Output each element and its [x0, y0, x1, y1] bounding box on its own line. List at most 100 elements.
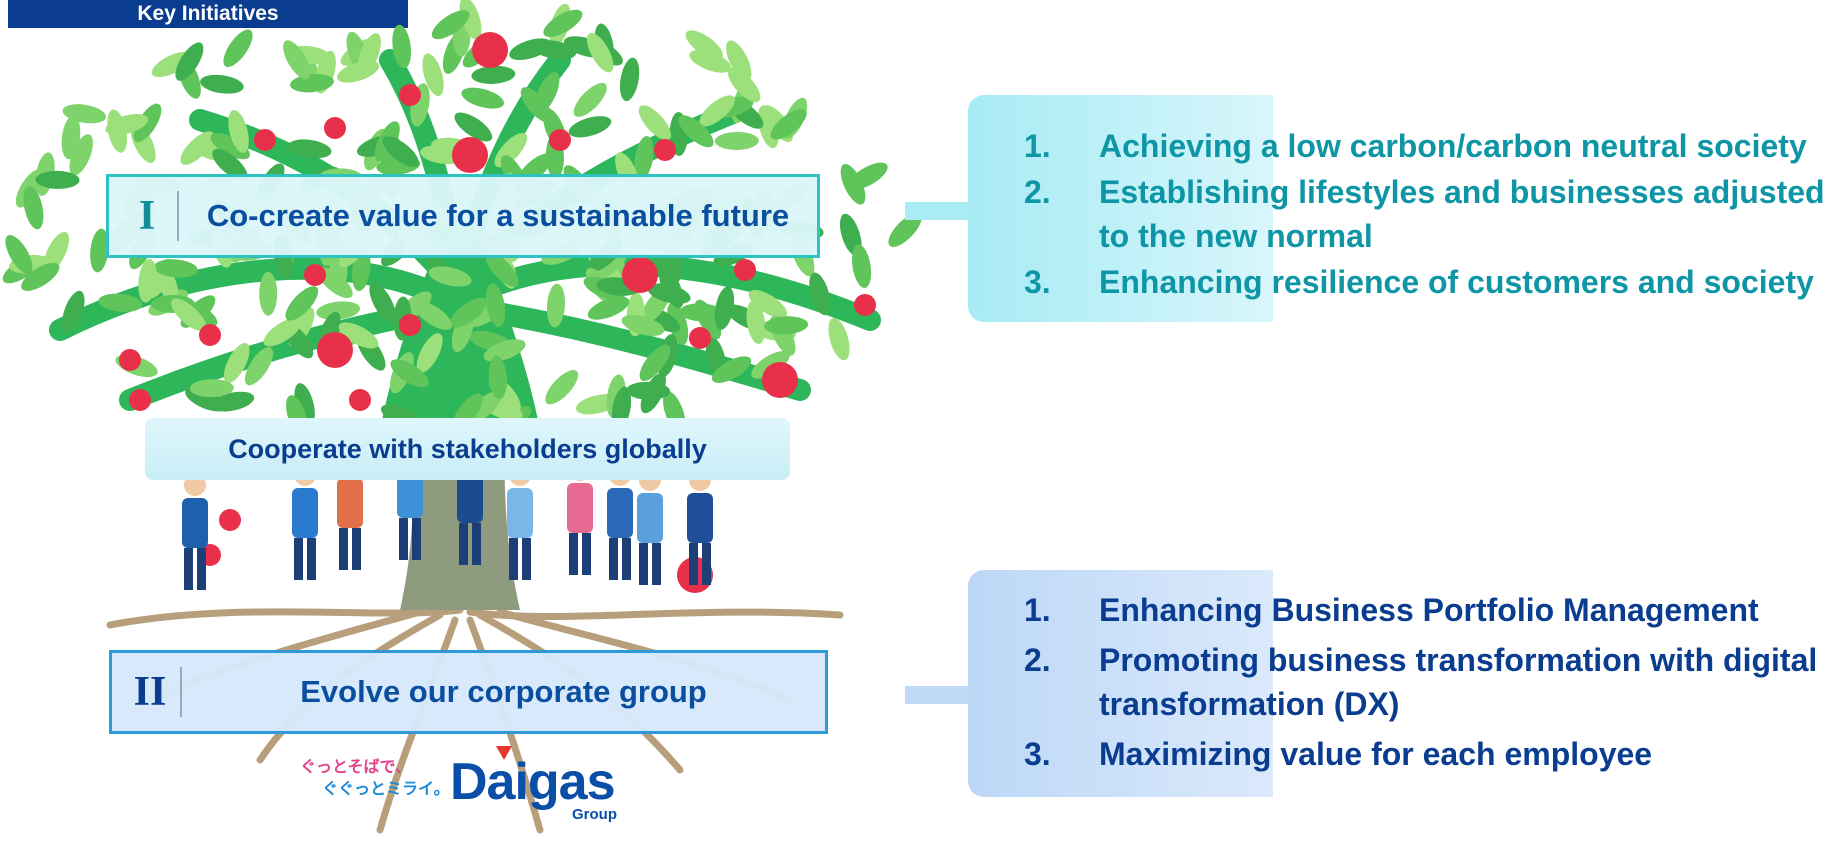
apple — [762, 362, 798, 398]
leaf — [678, 115, 714, 148]
apple — [854, 294, 876, 316]
person-body — [567, 483, 593, 533]
apple — [399, 84, 421, 106]
leaf — [105, 114, 149, 136]
leaf — [679, 303, 724, 322]
leaf — [98, 293, 143, 313]
list-item: 1. Enhancing Business Portfolio Managemen… — [1024, 588, 1824, 632]
leaf — [263, 317, 302, 347]
leaf — [316, 301, 361, 320]
person-body — [507, 488, 533, 538]
leaf — [851, 244, 872, 289]
item-number: 1. — [1024, 592, 1051, 628]
person-leg — [459, 523, 468, 565]
item-text: Establishing lifestyles and businesses a… — [1099, 174, 1825, 254]
leaf — [431, 10, 470, 40]
leaf — [770, 108, 807, 140]
leaf — [535, 71, 560, 113]
pillar-one-initiatives: 1.Achieving a low carbon/carbon neutral … — [1024, 124, 1834, 306]
pillar-two-box: II Evolve our corporate group — [109, 650, 828, 734]
leaf — [568, 116, 612, 138]
person-leg — [622, 538, 631, 580]
apple — [399, 314, 421, 336]
section-header-title: Key Initiatives — [137, 2, 279, 25]
leaf — [461, 87, 505, 109]
apple — [734, 259, 756, 281]
leaf — [711, 356, 752, 383]
item-number: 3. — [1024, 736, 1051, 772]
item-number: 2. — [1024, 642, 1051, 678]
pillar-one-panel — [968, 95, 1273, 322]
list-item: 3.Enhancing resilience of customers and … — [1024, 260, 1834, 304]
leaf — [685, 30, 723, 60]
leaf — [133, 103, 162, 143]
person-leg — [522, 538, 531, 580]
item-text: Promoting business transformation with d… — [1099, 642, 1818, 722]
pillar-one-title: Co-create value for a sustainable future — [206, 198, 790, 233]
leaf — [828, 317, 850, 361]
logo-tagline-line1: ぐっとそばで、 — [300, 757, 411, 776]
apple — [129, 389, 151, 411]
leaf — [727, 67, 761, 103]
leaf — [138, 258, 157, 303]
leaf — [228, 110, 249, 153]
apple — [654, 139, 676, 161]
logo-tagline: ぐっとそばで、 ぐぐっとミライ。 — [300, 756, 450, 800]
leaf — [809, 272, 831, 316]
leaf — [290, 73, 334, 93]
person-body — [457, 473, 483, 523]
leaf — [428, 266, 472, 287]
leaf — [23, 186, 44, 230]
pillar-one-numeral: I — [117, 191, 179, 241]
leaf — [43, 231, 70, 273]
leaf — [454, 112, 493, 142]
cooperate-banner: Cooperate with stakeholders globally — [145, 418, 790, 480]
leaf — [336, 60, 380, 83]
leaf — [714, 131, 759, 150]
leaf — [223, 342, 250, 383]
leaf — [699, 95, 735, 127]
leaf — [189, 379, 234, 398]
person-leg — [197, 548, 206, 590]
leaf — [259, 271, 278, 316]
person-body — [607, 488, 633, 538]
leaf — [175, 42, 204, 81]
leaf — [414, 301, 452, 330]
leaf — [450, 297, 488, 328]
item-text: Achieving a low carbon/carbon neutral so… — [1099, 128, 1807, 164]
section-header: Key Initiatives — [8, 0, 408, 28]
leaf — [587, 296, 630, 320]
leaf — [509, 38, 552, 61]
apple — [472, 32, 508, 68]
leaf — [726, 40, 752, 81]
apple — [119, 349, 141, 371]
tree-apples — [119, 32, 876, 593]
leaf — [545, 370, 579, 405]
pillar-one-connector — [905, 202, 975, 220]
leaf — [69, 134, 93, 176]
leaf — [748, 289, 788, 319]
person-leg — [582, 533, 591, 575]
leaf — [485, 252, 519, 287]
person-leg — [294, 538, 303, 580]
leaf — [200, 74, 244, 94]
leaf — [543, 9, 583, 37]
leaf — [287, 139, 332, 159]
daigas-logo: ぐっとそばで、 ぐぐっとミライ。 Daigas Group — [300, 746, 630, 827]
leaf — [840, 163, 866, 205]
pillar-two-title: Evolve our corporate group — [300, 674, 707, 709]
pillar-two-initiatives: 1. Enhancing Business Portfolio Managemen… — [1024, 588, 1824, 782]
item-text: Enhancing Business Portfolio Management — [1099, 592, 1759, 628]
leaf — [223, 29, 253, 68]
apple — [549, 129, 571, 151]
list-item: 1.Achieving a low carbon/carbon neutral … — [1024, 124, 1834, 168]
leaf — [392, 24, 412, 69]
leaf — [90, 228, 109, 273]
logo-tagline-line2: ぐぐっとミライ。 — [322, 779, 450, 798]
leaf — [586, 32, 614, 73]
person-leg — [609, 538, 618, 580]
leaf — [689, 49, 732, 73]
person-leg — [352, 528, 361, 570]
person-leg — [652, 543, 661, 585]
leaf — [639, 344, 671, 381]
